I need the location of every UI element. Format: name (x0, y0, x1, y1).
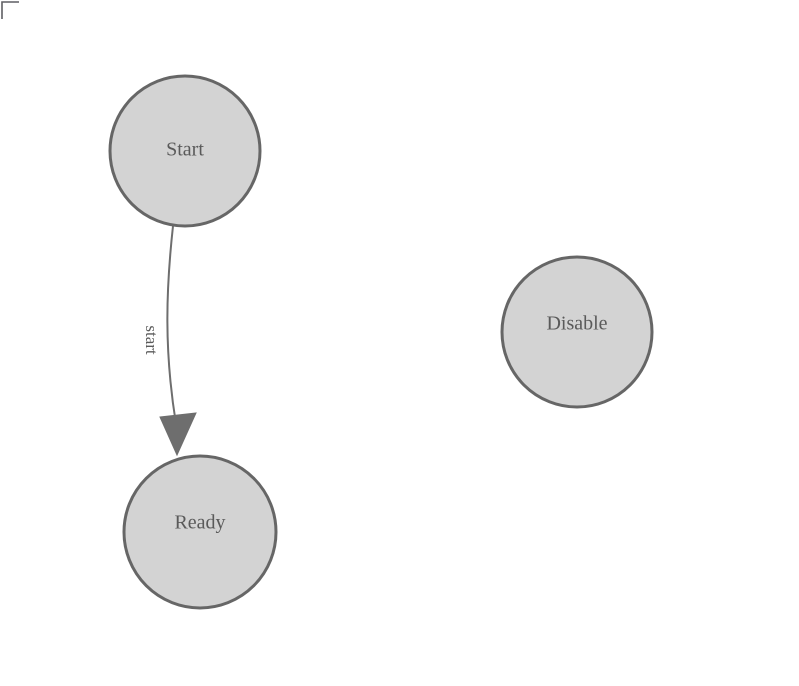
state-circle (108, 74, 262, 228)
state-circle (500, 255, 654, 409)
state-label: Ready (174, 512, 225, 534)
state-label: Start (166, 139, 204, 161)
state-node-start[interactable]: Start (108, 74, 262, 228)
arrowhead-icon (159, 412, 197, 457)
state-label: Disable (546, 313, 607, 335)
edge-label-start: start (142, 325, 161, 355)
state-node-ready[interactable]: Ready (122, 454, 278, 610)
canvas-corner-mark-icon (1, 1, 19, 19)
state-node-disable[interactable]: Disable (500, 255, 654, 409)
edge-path (166, 225, 177, 425)
state-circle (122, 454, 278, 610)
edge-start-to-ready[interactable]: start (142, 225, 197, 457)
